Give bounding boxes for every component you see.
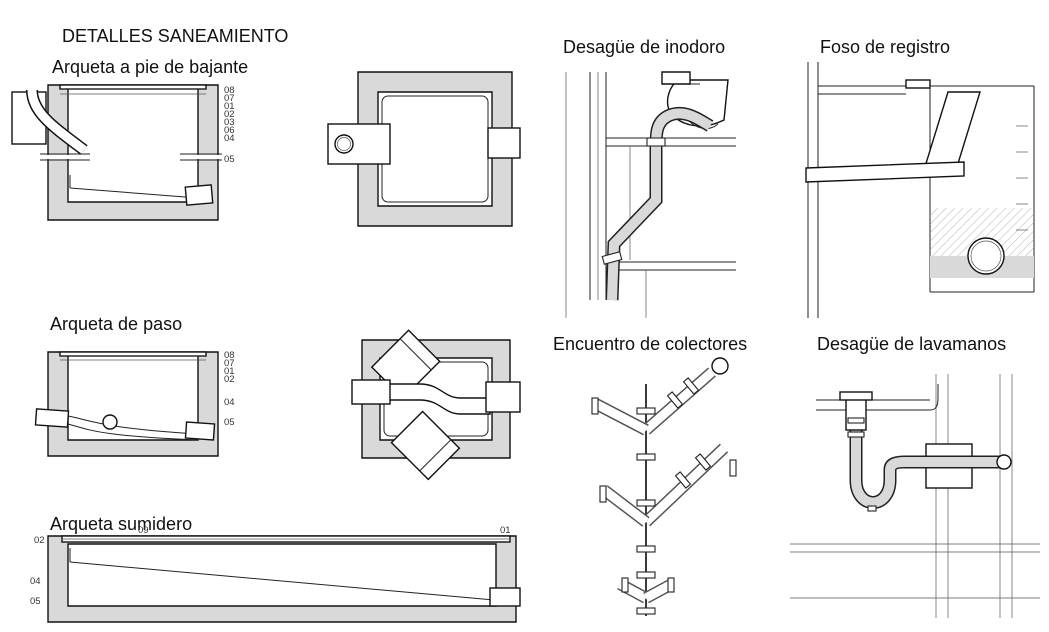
title-foso-registro: Foso de registro [820, 37, 950, 57]
code-label: 06 [224, 125, 235, 136]
arqueta-sumidero-section: 02 04 05 09 01 [30, 525, 521, 623]
title-arqueta-paso: Arqueta de paso [50, 314, 182, 334]
code-label: 01 [500, 525, 511, 536]
code-label: 07 [224, 358, 235, 369]
title-arqueta-sumidero: Arqueta sumidero [50, 514, 192, 534]
desague-lavamanos-detail [790, 374, 1040, 618]
code-label: 02 [224, 109, 235, 120]
code-label: 05 [224, 417, 235, 428]
arqueta-pie-bajante-plan [327, 71, 521, 227]
title-desague-lavamanos: Desagüe de lavamanos [817, 334, 1006, 354]
code-label: 05 [30, 596, 41, 607]
desague-inodoro-detail [565, 71, 736, 318]
code-label: 07 [224, 93, 235, 104]
code-label: 04 [30, 576, 41, 587]
code-label: 08 [224, 350, 235, 361]
code-label: 02 [224, 374, 235, 385]
code-label: 04 [224, 397, 235, 408]
sheet-title: DETALLES SANEAMIENTO [62, 26, 288, 46]
title-desague-inodoro: Desagüe de inodoro [563, 37, 725, 57]
code-label: 05 [224, 154, 235, 165]
foso-registro-detail [805, 62, 1035, 318]
code-label: 09 [138, 525, 149, 536]
title-arqueta-pie-bajante: Arqueta a pie de bajante [52, 57, 248, 77]
title-encuentro-colectores: Encuentro de colectores [553, 334, 747, 354]
arqueta-pie-bajante-section: 08 07 01 02 03 06 04 05 [11, 84, 235, 221]
code-label: 01 [224, 101, 235, 112]
code-label: 01 [224, 366, 235, 377]
arqueta-paso-section: 08 07 01 02 04 05 [34, 350, 235, 457]
code-label: 08 [224, 85, 235, 96]
arqueta-paso-plan [351, 329, 521, 481]
encuentro-colectores-detail [591, 357, 737, 616]
code-label: 02 [34, 535, 45, 546]
code-label: 03 [224, 117, 235, 128]
code-label: 04 [224, 133, 235, 144]
